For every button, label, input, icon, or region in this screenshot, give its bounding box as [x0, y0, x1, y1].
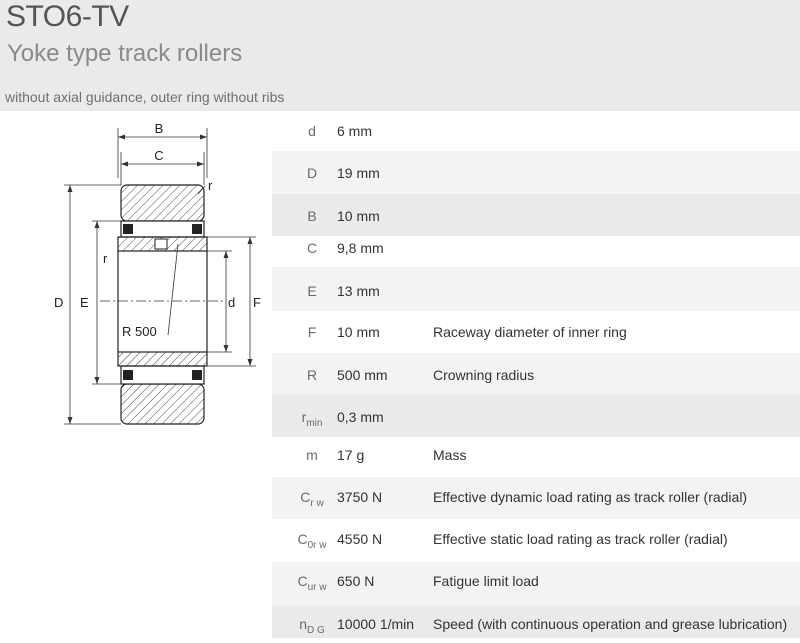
arrow-head: [223, 251, 229, 258]
label-f: F: [253, 295, 261, 310]
label-d-bore: d: [228, 295, 235, 310]
label-r-top: r: [208, 178, 213, 193]
spec-symbol: d: [308, 123, 316, 139]
spec-value: 17 g: [337, 447, 365, 463]
spec-value: 0,3 mm: [337, 409, 384, 425]
spec-description: Effective dynamic load rating as track r…: [433, 489, 748, 505]
spec-row: C 9,8 mm: [272, 236, 800, 267]
arrow-head: [118, 134, 125, 140]
spec-row: E 13 mm: [272, 267, 800, 311]
spec-value: 13 mm: [337, 283, 380, 299]
product-description: without axial guidance, outer ring witho…: [5, 89, 285, 105]
spec-symbol: F: [307, 324, 317, 340]
spec-symbol: R: [306, 367, 318, 383]
spec-symbol: C0r w: [297, 531, 327, 551]
spec-row: rmin 0,3 mm: [272, 395, 800, 437]
spec-symbol: D: [306, 165, 318, 181]
spec-row: C0r w 4550 N Effective static load ratin…: [272, 519, 800, 562]
seal-bottom-left: [123, 370, 133, 380]
arrow-head: [197, 161, 204, 167]
spec-row: d 6 mm: [272, 111, 800, 151]
spec-row: R 500 mm Crowning radius: [272, 353, 800, 395]
spec-row: F 10 mm Raceway diameter of inner ring: [272, 311, 800, 353]
spec-value: 9,8 mm: [337, 240, 384, 256]
label-d-outer: D: [54, 295, 63, 310]
spec-row: Cr w 3750 N Effective dynamic load ratin…: [272, 477, 800, 519]
spec-value: 10 mm: [337, 324, 380, 340]
leader-line-radius: [167, 243, 179, 336]
spec-value: 4550 N: [337, 531, 383, 547]
arrow-head: [94, 377, 100, 384]
spec-description: Mass: [433, 447, 467, 463]
spec-value: 650 N: [337, 573, 375, 589]
spec-value: 6 mm: [337, 123, 372, 139]
spec-description: Crowning radius: [433, 367, 535, 383]
spec-value: 10 mm: [337, 208, 380, 224]
arrow-head: [121, 161, 128, 167]
spec-value: 3750 N: [337, 489, 383, 505]
spec-row: Cur w 650 N Fatigue limit load: [272, 562, 800, 605]
spec-symbol: Cur w: [297, 573, 327, 593]
spec-row: m 17 g Mass: [272, 437, 800, 477]
spec-symbol: C: [306, 240, 318, 256]
spec-row: D 19 mm: [272, 151, 800, 194]
arrow-head: [94, 221, 100, 228]
arrow-head: [67, 417, 73, 424]
spec-row: nD G 10000 1/min Speed (with continuous …: [272, 605, 800, 638]
label-r-left: r: [103, 251, 108, 266]
page-subtitle: Yoke type track rollers: [7, 40, 243, 67]
spec-description: Speed (with continuous operation and gre…: [433, 616, 788, 632]
spec-description: Raceway diameter of inner ring: [433, 324, 627, 340]
label-b: B: [155, 121, 164, 136]
technical-drawing-panel: B C r: [0, 111, 272, 638]
specification-table: d 6 mm D 19 mm B 10 mm C 9,8 mm E 13 mm …: [272, 111, 800, 638]
arrow-head: [247, 237, 253, 244]
arrow-head: [223, 345, 229, 352]
spec-symbol: Cr w: [300, 489, 324, 509]
lubrication-hole: [154, 238, 168, 250]
seal-bottom-right: [192, 370, 202, 380]
page-title: STO6-TV: [6, 0, 129, 33]
spec-description: Effective static load rating as track ro…: [433, 531, 728, 547]
page-header: STO6-TV Yoke type track rollers without …: [0, 0, 800, 111]
outer-ring-bottom: [120, 383, 205, 425]
arrow-head: [200, 134, 207, 140]
label-e: E: [80, 295, 89, 310]
spec-value: 10000 1/min: [337, 616, 415, 632]
arrow-head: [67, 185, 73, 192]
outer-ring-top: [120, 184, 205, 222]
spec-symbol: B: [307, 208, 317, 224]
needle-row-bottom: [120, 365, 205, 385]
spec-row: B 10 mm: [272, 194, 800, 236]
needle-row-top: [120, 220, 205, 238]
spec-description: Fatigue limit load: [433, 573, 539, 589]
spec-symbol: m: [306, 447, 318, 463]
seal-top-left: [123, 224, 133, 234]
inner-ring-bottom: [117, 351, 208, 367]
spec-symbol: rmin: [301, 409, 323, 429]
label-r-500: R 500: [122, 324, 157, 339]
label-c: C: [154, 148, 163, 163]
arrow-head: [247, 359, 253, 366]
spec-symbol: E: [307, 283, 317, 299]
bearing-cross-section-drawing: B C r: [54, 121, 261, 425]
spec-symbol: nD G: [299, 616, 325, 636]
spec-value: 500 mm: [337, 367, 388, 383]
spec-value: 19 mm: [337, 165, 380, 181]
seal-top-right: [192, 224, 202, 234]
